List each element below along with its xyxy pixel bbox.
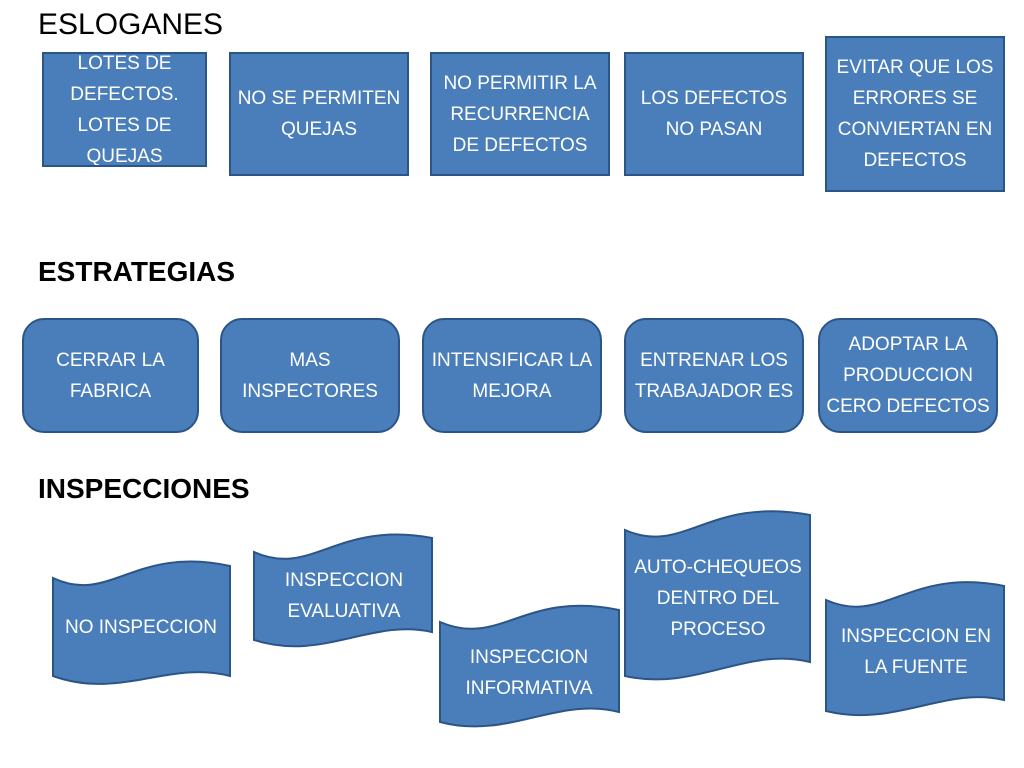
strategy-box-5: ADOPTAR LA PRODUCCION CERO DEFECTOS bbox=[818, 318, 998, 433]
strategy-box-3: INTENSIFICAR LA MEJORA bbox=[422, 318, 602, 433]
slogan-box-5: EVITAR QUE LOS ERRORES SE CONVIERTAN EN … bbox=[825, 36, 1005, 192]
flag-shape-1 bbox=[52, 560, 231, 685]
inspection-label-1: NO INSPECCION bbox=[64, 616, 218, 638]
slogan-box-3: NO PERMITIR LA RECURRENCIA DE DEFECTOS bbox=[430, 52, 610, 176]
inspection-label-3: INSPECCION INFORMATIVA bbox=[465, 647, 593, 699]
slogan-box-1: LOTES DE DEFECTOS. LOTES DE QUEJAS bbox=[42, 52, 207, 167]
flag-shape-4 bbox=[624, 510, 811, 681]
section-title-inspecciones: INSPECCIONES bbox=[38, 473, 250, 504]
inspection-label-4: AUTO-CHEQUEOS DENTRO DEL PROCESO bbox=[634, 556, 802, 640]
inspection-label-2: INSPECCION EVALUATIVA bbox=[284, 570, 404, 622]
strategy-box-4: ENTRENAR LOS TRABAJADOR ES bbox=[624, 318, 804, 433]
section-title-esloganes: ESLOGANES bbox=[38, 8, 224, 41]
strategy-box-1: CERRAR LA FABRICA bbox=[22, 318, 199, 433]
inspection-label-5: INSPECCION EN LA FUENTE bbox=[841, 626, 991, 678]
flag-shape-3 bbox=[439, 604, 620, 728]
slogan-box-2: NO SE PERMITEN QUEJAS bbox=[229, 52, 409, 176]
slogan-box-4: LOS DEFECTOS NO PASAN bbox=[624, 52, 804, 176]
flag-shape-2 bbox=[253, 533, 433, 648]
section-title-estrategias: ESTRATEGIAS bbox=[38, 256, 236, 287]
flag-shape-5 bbox=[825, 581, 1005, 717]
strategy-box-2: MAS INSPECTORES bbox=[220, 318, 400, 433]
